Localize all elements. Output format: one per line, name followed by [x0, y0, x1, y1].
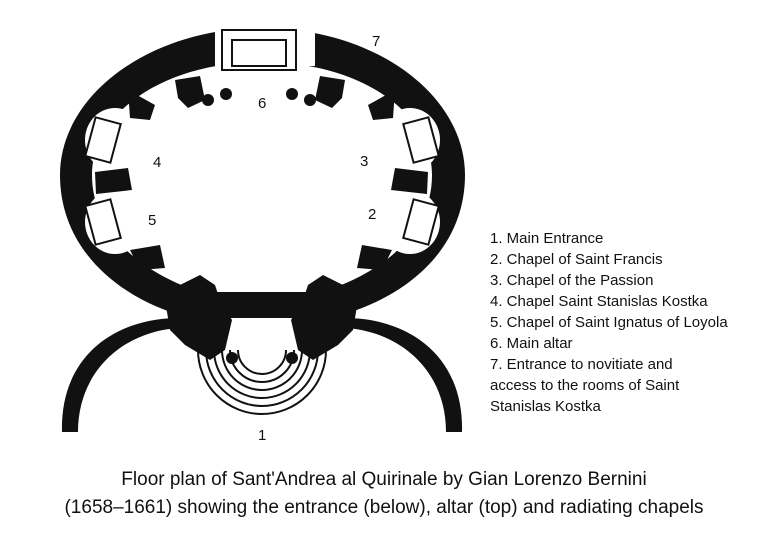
- step: [237, 349, 287, 375]
- legend-item: 2. Chapel of Saint Francis: [490, 251, 663, 268]
- legend-item: 4. Chapel Saint Stanislas Kostka: [490, 293, 708, 310]
- chapel-5-altar: [84, 198, 122, 246]
- marker-5: 5: [148, 212, 156, 229]
- altar-column: [286, 88, 298, 100]
- piers: [95, 76, 428, 360]
- chapel-4-altar: [84, 116, 122, 164]
- marker-2: 2: [368, 206, 376, 223]
- marker-1: 1: [258, 427, 266, 444]
- pier-left-lower: [130, 245, 165, 270]
- pier-left-top: [175, 76, 205, 108]
- legend-item: 3. Chapel of the Passion: [490, 272, 654, 289]
- pier-right-top: [315, 76, 345, 108]
- altar-step-inner: [231, 39, 287, 67]
- legend: 1. Main Entrance 2. Chapel of Saint Fran…: [490, 228, 762, 417]
- legend-item: Stanislas Kostka: [490, 398, 601, 415]
- entrance-column: [286, 352, 298, 364]
- caption: Floor plan of Sant'Andrea al Quirinale b…: [0, 466, 768, 522]
- entrance-pier-right: [291, 275, 358, 360]
- legend-item: 5. Chapel of Saint Ignatus of Loyola: [490, 314, 728, 331]
- entrance-column: [226, 352, 238, 364]
- step: [205, 349, 319, 407]
- entrance-pier-left: [165, 275, 232, 360]
- marker-6: 6: [258, 95, 266, 112]
- flanking-wall-right: [346, 318, 463, 432]
- step: [229, 349, 295, 383]
- floor-plan: 1 2 3 4 5 6 7: [60, 28, 465, 444]
- chapel-3-altar: [402, 116, 440, 164]
- pier-right-upper: [368, 90, 395, 120]
- legend-item: 7. Entrance to novitiate and: [490, 356, 673, 373]
- legend-item: 6. Main altar: [490, 335, 573, 352]
- pier-left-mid: [95, 168, 132, 194]
- legend-item: 1. Main Entrance: [490, 230, 604, 247]
- entrance-steps: [197, 349, 327, 415]
- legend-item: access to the rooms of Saint: [490, 377, 680, 394]
- pier-right-mid: [391, 168, 428, 194]
- caption-line-2: (1658–1661) showing the entrance (below)…: [64, 497, 704, 518]
- flanking-wall-left: [61, 318, 178, 432]
- altar-column: [220, 88, 232, 100]
- chapel-2-altar: [402, 198, 440, 246]
- altar-column: [304, 94, 316, 106]
- step: [221, 349, 303, 391]
- marker-3: 3: [360, 153, 368, 170]
- marker-7: 7: [372, 33, 380, 50]
- pier-right-lower: [357, 245, 392, 270]
- marker-4: 4: [153, 154, 161, 171]
- step: [213, 349, 311, 399]
- step: [197, 349, 327, 415]
- chapels: [85, 108, 440, 254]
- pier-left-upper: [128, 90, 155, 120]
- altar-column: [202, 94, 214, 106]
- caption-line-1: Floor plan of Sant'Andrea al Quirinale b…: [121, 469, 647, 490]
